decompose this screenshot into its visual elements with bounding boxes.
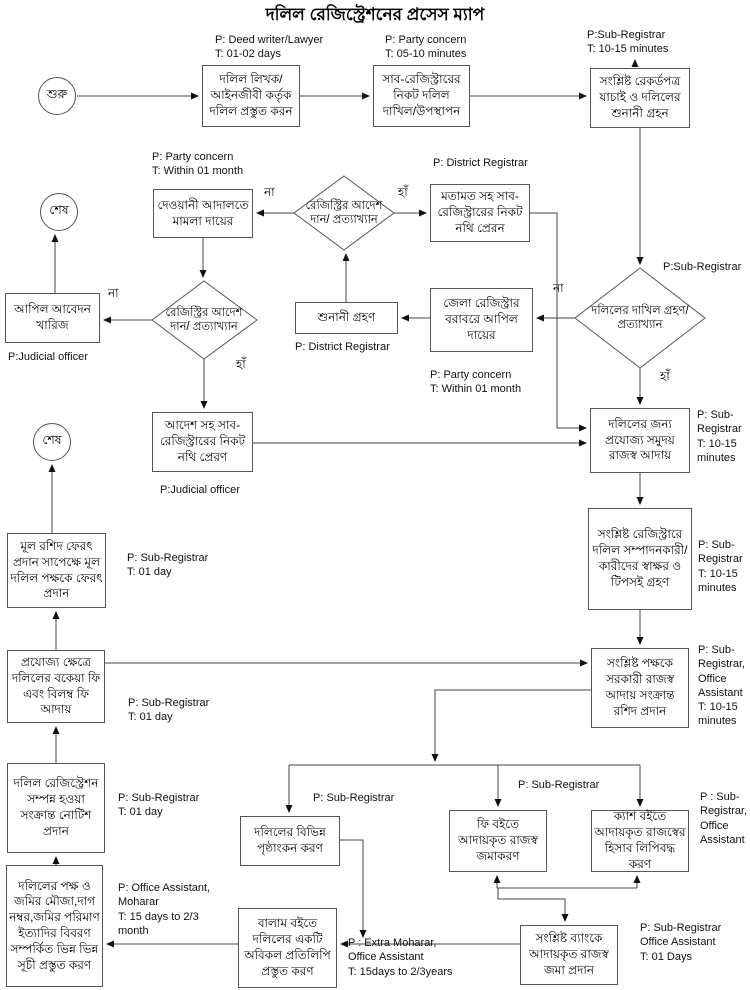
node-signatures-thumbprints: সংশ্লিষ্ট রেজিস্ট্রারে দলিল সম্পাদনকারী/… <box>588 508 692 610</box>
edge-opinion-to-revenue <box>530 212 587 432</box>
label-no-order1: না <box>264 185 275 199</box>
annotation-submit-deed: P: Party concern T: 05-10 minutes <box>385 34 467 61</box>
label-yes-acceptreject: হাঁ <box>660 369 670 383</box>
annotation-appeal-district-registrar: P: Party concern T: Within 01 month <box>430 369 522 396</box>
annotation-collect-revenue: P: Sub- Registrar T: 10-15 minutes <box>697 409 742 464</box>
annotation-verify-records: P:Sub-Registrar T: 10-15 minutes <box>587 29 669 56</box>
decision-accept-reject-shape <box>574 267 706 369</box>
annotation-completion-notice: P: Sub-Registrar T: 01 day <box>118 792 200 819</box>
node-collect-revenue: দলিলের জন্য প্রযোজ্য সমুদয় রাজস্ব আদায় <box>590 408 690 473</box>
annotation-bank-deposit: P: Sub-Registrar Office Assistant T: 01 … <box>640 922 722 963</box>
node-bank-deposit: সংশ্লিষ্ট ব্যাংকে আদায়কৃত রাজস্ব জমা প্… <box>520 925 618 985</box>
end-terminal-appeal: শেষ <box>40 193 78 231</box>
edge-receipt-to-branch <box>431 689 591 762</box>
annotation-appeal-dismissed: P:Judicial officer <box>8 351 88 363</box>
node-balam-copy: বালাম বইতে দলিলের একটি অবিকল প্রতিলিপি প… <box>238 908 337 988</box>
node-prepare-deed: দলিল লিখক/ আইনজীবী কর্তৃক দলিল প্রস্তুত … <box>202 65 300 127</box>
node-send-file-with-opinion: মতামত সহ সাব-রেজিস্ট্রারের নিকট নথি প্রে… <box>430 184 530 242</box>
annotation-prepare-deed: P: Deed writer/Lawyer T: 01-02 days <box>215 34 324 61</box>
annotation-return-original-deed: P: Sub-Registrar T: 01 day <box>127 552 209 579</box>
edge-bracket-to-bank <box>497 888 569 922</box>
edge-endorsement-to-balamline <box>340 839 367 938</box>
end-terminal-order: শেষ <box>33 423 71 461</box>
page-title: দলিল রেজিস্ট্রেশনের প্রসেস ম্যাপ <box>265 5 485 24</box>
decision-registrar-order-2: রেজিস্ট্রির আদেশ দান/ প্রত্যাখ্যান <box>165 306 243 333</box>
annotation-collect-arrear-fees: P: Sub-Registrar T: 01 day <box>128 697 210 724</box>
node-endorsement: দলিলের বিভিন্ন পৃষ্ঠাংকন করণ <box>240 816 340 866</box>
label-yes-order1: হাঁ <box>398 185 408 199</box>
node-collect-arrear-fees: প্রযোজ্য ক্ষেত্রে দলিলের বকেয়া ফি এবং ব… <box>7 650 105 723</box>
node-civil-court-case: দেওয়ানী আদালতে মামলা দায়ের <box>153 189 253 238</box>
node-return-original-deed: মূল রশিদ ফেরৎ প্রদান সাপেক্ষে মূল দলিল প… <box>7 533 106 608</box>
node-completion-notice: দলিল রেজিস্ট্রেশন সম্পন্ন হওয়া সংক্রান্… <box>7 763 105 853</box>
label-yes-order2: হাঁ <box>236 357 246 371</box>
annotation-send-file-with-order: P:Judicial officer <box>160 484 240 496</box>
annotation-issue-receipt: P: Sub- Registrar, Office Assistant T: 1… <box>698 644 746 728</box>
node-send-file-with-order: আদেশ সহ সাব-রেজিস্ট্রারের নিকট নথি প্রের… <box>152 412 253 472</box>
node-hearing: শুনানী গ্রহণ <box>295 302 398 334</box>
node-issue-receipt: সংশ্লিষ্ট পক্ষকে সরকারী রাজস্ব আদায় সংক… <box>591 648 689 728</box>
annotation-signatures-thumbprints: P: Sub- Registrar T: 10-15 minutes <box>698 539 743 594</box>
start-terminal: শুরু <box>38 77 76 115</box>
node-appeal-district-registrar: জেলা রেজিস্ট্রার বরাবরে আপিল দায়ের <box>430 288 533 352</box>
annotation-prepare-indexes: P: Office Assistant, Moharar T: 15 days … <box>118 882 211 937</box>
annotation-civil-court-case: P: Party concern T: Within 01 month <box>152 151 244 178</box>
node-verify-records: সংশ্লিষ্ট রেকর্ডপত্র যাচাই ও দলিলের শুনা… <box>590 68 690 128</box>
node-appeal-dismissed: আপিল আবেদন খারিজ <box>5 293 100 343</box>
annotation-cash-book-entry: P : Sub- Registrar, Office Assistant <box>700 791 748 846</box>
annotation-balam-copy: P : Extra Moharar, Office Assistant T: 1… <box>348 937 453 978</box>
decision-registrar-order-1-shape <box>293 175 395 251</box>
annotation-accept-reject-deed: P:Sub-Registrar <box>663 261 742 273</box>
annotation-endorsement: P: Sub-Registrar <box>313 792 395 804</box>
node-cash-book-entry: ক্যাশ বইতে আদায়কৃত রাজস্বের হিসাব লিপিব… <box>591 809 689 872</box>
node-prepare-indexes: দলিলের পক্ষ ও জমির মৌজা,দাগ নম্বর,জমির প… <box>6 865 103 987</box>
label-no-acceptreject: না <box>553 281 564 295</box>
decision-registrar-order-1: রেজিস্ট্রির আদেশ দান/ প্রত্যাখ্যান <box>305 199 383 226</box>
decision-accept-reject-deed: দলিলের দাখিল গ্রহণ/প্রত্যাখ্যান <box>591 304 689 331</box>
annotation-fee-cash-books: P: Sub-Registrar <box>518 779 600 791</box>
annotation-send-file-with-opinion: P: District Registrar <box>433 157 528 169</box>
annotation-hearing: P: District Registrar <box>295 341 390 353</box>
label-no-order2: না <box>108 286 119 300</box>
decision-registrar-order-2-shape <box>151 280 258 360</box>
node-fee-book-entry: ফি বইতে আদায়কৃত রাজস্ব জমাকরণ <box>449 810 547 872</box>
node-submit-deed: সাব-রেজিস্ট্রারের নিকট দলিল দাখিল/উপস্থা… <box>373 65 470 127</box>
